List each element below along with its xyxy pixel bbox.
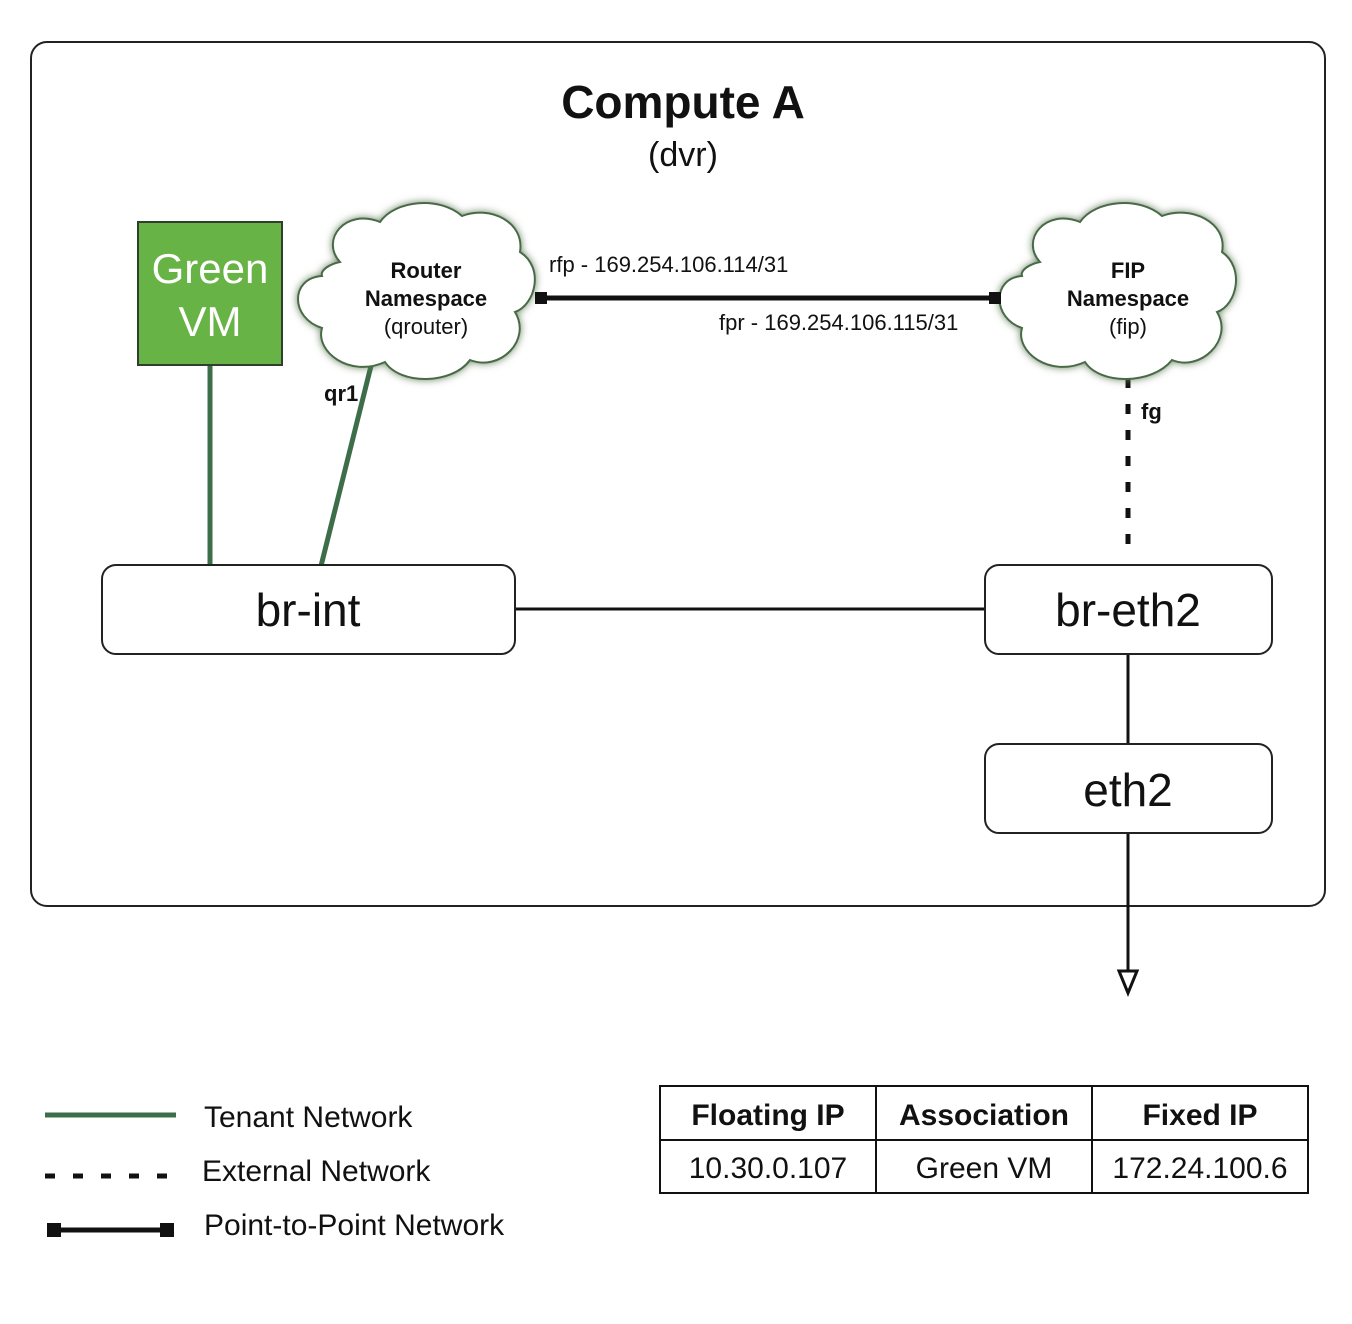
- green-vm-box: [137, 221, 283, 366]
- legend-tenant-label: Tenant Network: [204, 1101, 413, 1134]
- eth2-label: eth2: [1083, 764, 1173, 816]
- table-header-floating-ip: Floating IP: [691, 1099, 844, 1132]
- legend-external-label: External Network: [202, 1155, 431, 1188]
- fpr-label: fpr - 169.254.106.115/31: [719, 310, 958, 335]
- br-int-box: [101, 564, 516, 655]
- table-header-fixed-ip: Fixed IP: [1142, 1099, 1257, 1132]
- legend-p2p-end-left: [47, 1223, 61, 1237]
- legend: Tenant Network External Network Point-to…: [45, 1101, 505, 1242]
- eth2-box: [984, 743, 1273, 834]
- router-namespace-cloud: [297, 202, 536, 380]
- fip-namespace-cloud: [998, 202, 1237, 380]
- router-ns-title: Router: [391, 258, 462, 283]
- legend-p2p-label: Point-to-Point Network: [204, 1209, 505, 1242]
- compute-subtitle: (dvr): [648, 136, 718, 174]
- fip-ns-name: (fip): [1109, 314, 1147, 339]
- rfp-port-marker: [535, 292, 547, 304]
- table-cell-association: Green VM: [916, 1152, 1053, 1185]
- compute-title: Compute A: [561, 76, 805, 128]
- rfp-label: rfp - 169.254.106.114/31: [549, 252, 788, 277]
- br-eth2-box: [984, 564, 1273, 655]
- table-cell-floating-ip: 10.30.0.107: [689, 1152, 847, 1185]
- floating-ip-table: Floating IP Association Fixed IP 10.30.0…: [659, 1085, 1309, 1194]
- legend-p2p-end-right: [160, 1223, 174, 1237]
- router-ns-name: (qrouter): [384, 314, 468, 339]
- fip-ns-title: FIP: [1111, 258, 1145, 283]
- fip-ns-subtitle: Namespace: [1067, 286, 1189, 311]
- br-int-label: br-int: [256, 584, 361, 636]
- fpr-port-marker: [989, 292, 1001, 304]
- router-ns-subtitle: Namespace: [365, 286, 487, 311]
- uplink-arrow-icon: [1116, 969, 1140, 997]
- table-header-association: Association: [899, 1099, 1069, 1132]
- green-vm-label-line2: VM: [179, 298, 242, 345]
- table-cell-fixed-ip: 172.24.100.6: [1112, 1152, 1287, 1185]
- green-vm-label-line1: Green: [152, 245, 269, 292]
- fg-label: fg: [1141, 399, 1162, 424]
- br-eth2-label: br-eth2: [1055, 584, 1201, 636]
- qr1-label: qr1: [324, 381, 358, 406]
- qr1-link: [318, 361, 375, 567]
